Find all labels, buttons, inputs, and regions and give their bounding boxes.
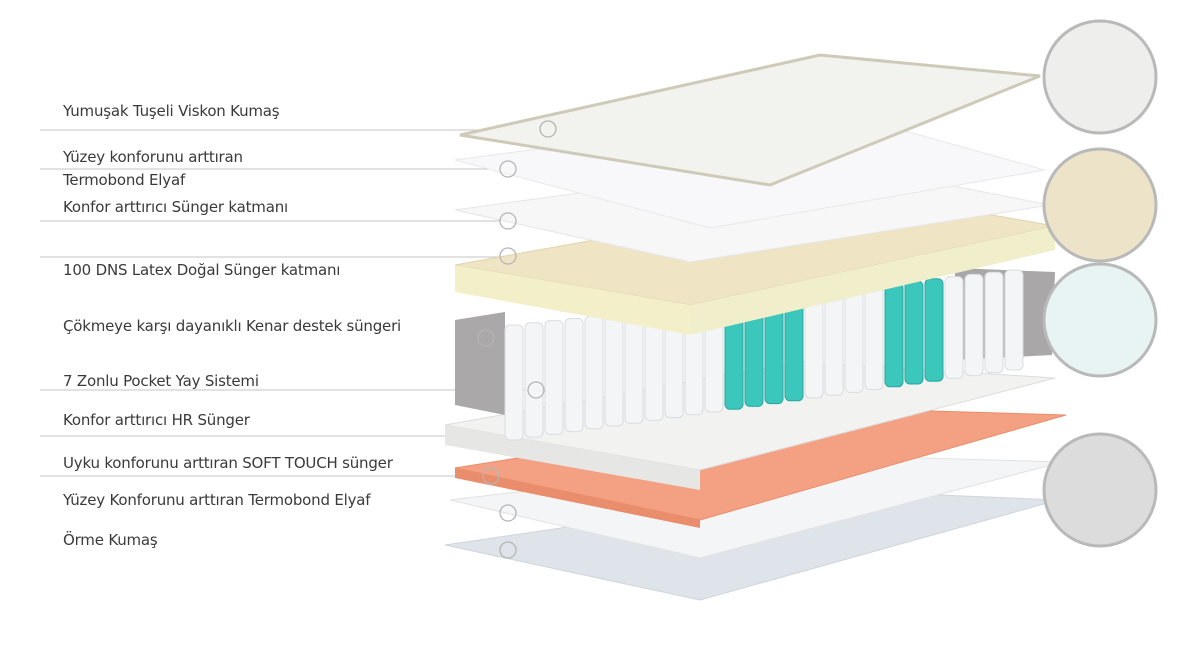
layer-viscose-fabric [459,53,1041,187]
spring-pocket-teal [884,282,904,388]
soft-touch-edge [455,468,700,528]
thumbnail-fibre [1042,432,1158,548]
spring-pocket-teal [924,278,944,382]
detail-thumbnails [1042,19,1158,548]
label-bottom-termobond: Yüzey Konforunu arttıran Termobond Elyaf [63,491,371,509]
spring-pocket [964,273,984,377]
label-edge-support: Çökmeye karşı dayanıklı Kenar destek sün… [63,317,402,335]
marker-circle [499,212,517,230]
spring-pocket [604,313,624,427]
spring-pocket [1004,269,1024,371]
spring-pocket [504,324,524,441]
marker-circle [539,120,557,138]
leader-lines [40,129,540,477]
label-latex: 100 DNS Latex Doğal Sünger katmanı [63,261,341,279]
pocket-spring-system [504,269,1024,441]
marker-circle [482,467,500,485]
marker-circle [527,381,545,399]
spring-pocket [544,320,564,435]
latex-edge-right [690,226,1055,335]
spring-pocket [524,322,544,438]
layer-edge-support [455,312,505,415]
latex-edge [455,265,690,335]
label-viscose-fabric: Yumuşak Tuşeli Viskon Kumaş [63,102,280,120]
label-hr-foam: Konfor arttırıcı HR Sünger [63,411,250,429]
label-comfort-foam: Konfor arttırıcı Sünger katmanı [63,198,288,216]
thumbnail-fabric [1042,19,1158,135]
spring-pocket-teal [904,280,924,385]
spring-pocket [584,315,604,430]
hr-foam-edge [445,425,700,490]
label-soft-touch: Uyku konforunu arttıran SOFT TOUCH sünge… [63,454,393,472]
marker-circle [499,160,517,178]
spring-pocket [944,276,964,379]
spring-pocket [564,317,584,433]
label-termobond-line1: Yüzey konforunu arttıran [63,148,243,166]
label-pocket-spring: 7 Zonlu Pocket Yay Sistemi [63,372,259,390]
spring-pocket [864,284,884,391]
label-knit-fabric: Örme Kumaş [63,531,158,549]
spring-pocket [824,289,844,396]
label-termobond-line2: Termobond Elyaf [63,171,186,189]
thumbnail-latex [1042,147,1158,263]
spring-pocket [984,271,1004,374]
thumbnail-springs [1042,262,1158,378]
markers [477,120,557,559]
spring-pocket [804,291,824,399]
marker-circle [499,504,517,522]
marker-circle [477,329,495,347]
spring-pocket [844,287,864,393]
spring-pocket [624,311,644,424]
marker-circle [499,247,517,265]
marker-circle [499,541,517,559]
